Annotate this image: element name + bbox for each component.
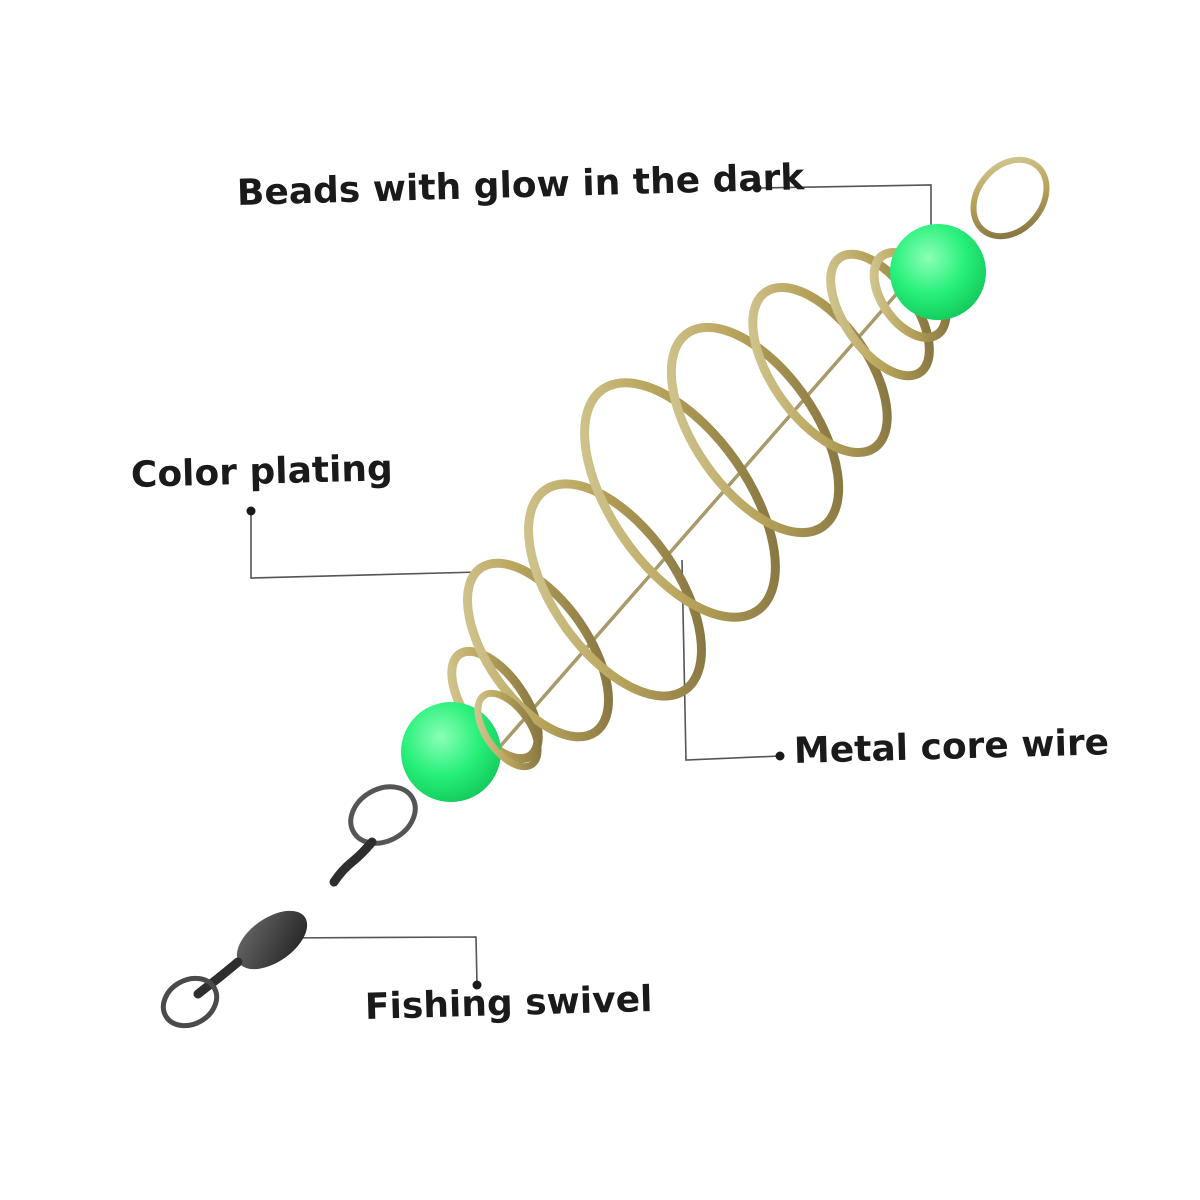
- coil-bottom: [474, 689, 542, 771]
- leader-dot-plating: [246, 506, 256, 516]
- leader-dots: [246, 183, 785, 990]
- coil-2: [463, 558, 613, 742]
- swivel-barrel: [236, 910, 308, 970]
- coil-5: [666, 322, 844, 538]
- core-wire: [488, 248, 937, 760]
- leader-line-plating: [250, 511, 481, 579]
- swivel-twist-upper: [329, 837, 377, 887]
- top-ring: [970, 156, 1050, 240]
- leader-dot-core: [775, 751, 785, 761]
- leader-dot-swivel: [472, 980, 482, 990]
- swivel-bottom-ring: [160, 975, 220, 1029]
- glow-bead-icon: [890, 224, 986, 320]
- leader-dot-beads: [752, 183, 762, 193]
- spring-coils: [447, 248, 951, 764]
- swivel-icon: [160, 784, 418, 1029]
- leader-line-swivel: [277, 936, 478, 986]
- label-metal-core-wire: Metal core wire: [793, 722, 1110, 772]
- coil-3: [524, 479, 706, 701]
- swivel-top-ring: [348, 784, 418, 846]
- swivel-twist-lower: [193, 957, 243, 999]
- glow-bead-icon: [401, 702, 501, 802]
- label-fishing-swivel: Fishing swivel: [364, 978, 653, 1028]
- leader-line-core: [681, 559, 781, 761]
- label-color-plating: Color plating: [130, 448, 394, 496]
- coil-4: [580, 378, 780, 622]
